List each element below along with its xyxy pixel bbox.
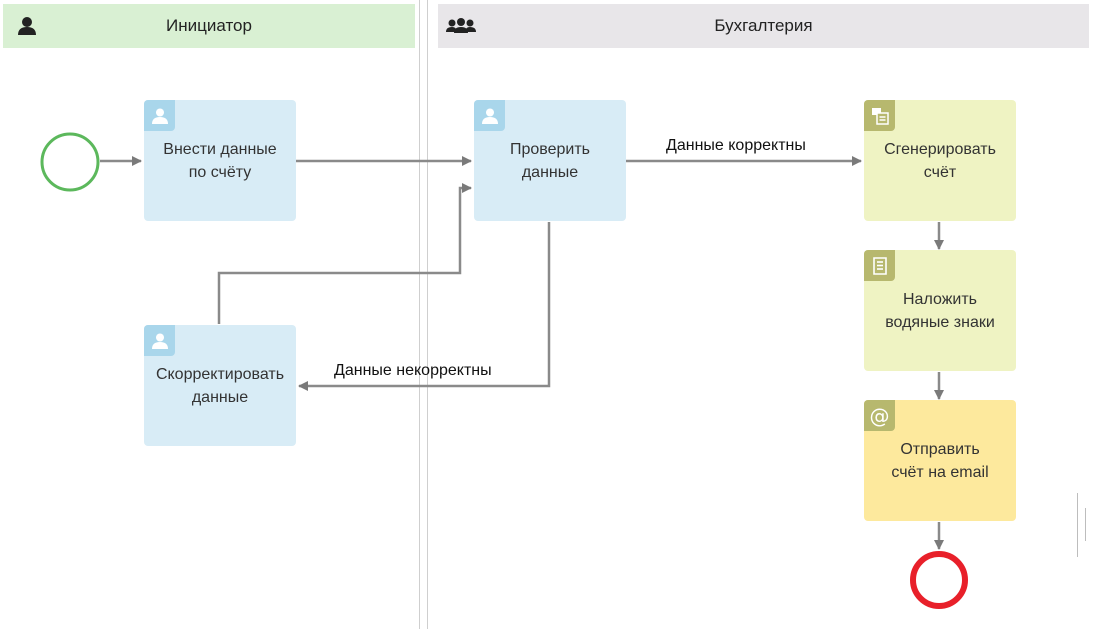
flow-incorrect <box>298 222 551 391</box>
lane-header-accounting: Бухгалтерия <box>438 4 1089 48</box>
scrollbar-track[interactable] <box>1077 493 1078 557</box>
flow-label-incorrect: Данные некорректны <box>334 362 492 379</box>
task-label: Отправить счёт на email <box>891 440 989 481</box>
lane-header-initiator: Инициатор <box>3 4 415 48</box>
task-apply-watermarks[interactable]: Наложить водяные знаки <box>864 250 1016 371</box>
document-icon <box>864 250 895 281</box>
lane-title-initiator: Инициатор <box>166 16 252 35</box>
task-label: Проверить данные <box>509 140 590 181</box>
lane-title-accounting: Бухгалтерия <box>714 16 813 35</box>
start-event <box>40 132 100 192</box>
end-event <box>910 551 968 609</box>
task-generate-invoice[interactable]: Сгенерировать счёт <box>864 100 1016 221</box>
task-label: Сгенерировать счёт <box>884 140 996 181</box>
user-icon <box>144 325 175 356</box>
task-verify-data[interactable]: Проверить данные <box>474 100 626 221</box>
task-label: Скорректировать данные <box>155 365 285 406</box>
task-enter-data[interactable]: Внести данные по счёту <box>144 100 296 221</box>
group-icon <box>446 18 476 33</box>
lane-divider <box>419 0 420 629</box>
user-icon <box>18 17 36 35</box>
flow-correct-to-verify <box>217 183 472 324</box>
user-icon <box>474 100 505 131</box>
task-label: Внести данные по счёту <box>163 140 277 181</box>
scrollbar-thumb[interactable] <box>1085 508 1086 541</box>
lane-divider <box>427 0 428 629</box>
user-icon <box>144 100 175 131</box>
at-sign-icon: @ <box>864 400 895 431</box>
task-correct-data[interactable]: Скорректировать данные <box>144 325 296 446</box>
document-generate-icon <box>864 100 895 131</box>
task-label: Наложить водяные знаки <box>885 290 995 331</box>
task-send-email[interactable]: @ Отправить счёт на email <box>864 400 1016 521</box>
flow-label-correct: Данные корректны <box>666 137 806 154</box>
